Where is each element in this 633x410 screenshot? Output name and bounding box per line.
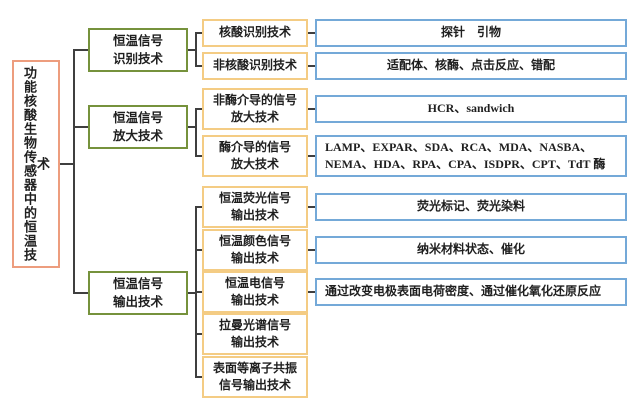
- branch-node-signal-output: 恒温信号 输出技术: [88, 271, 188, 315]
- leaf-node-nanomaterial-catalysis: 纳米材料状态、催化: [315, 236, 627, 264]
- sub-node-non-enzyme-amplification: 非酶介导的信号 放大技术: [202, 88, 308, 130]
- connector: [196, 333, 202, 335]
- connector: [308, 155, 315, 157]
- sub-node-non-nucleic-acid-recognition: 非核酸识别技术: [202, 52, 308, 80]
- sub-node-spr-output: 表面等离子共振 信号输出技术: [202, 356, 308, 398]
- root-node-functional-nucleic-acid-isothermal-technology: 功能核酸生物传感器中的恒温技术: [12, 60, 60, 268]
- connector: [196, 376, 202, 378]
- connector: [196, 155, 202, 157]
- sub-node-electrical-output: 恒温电信号 输出技术: [202, 271, 308, 313]
- connector: [308, 108, 315, 110]
- branch-node-signal-recognition: 恒温信号 识别技术: [88, 28, 188, 72]
- connector: [60, 163, 74, 165]
- connector: [73, 49, 75, 294]
- leaf-node-probe-primer: 探针 引物: [315, 19, 627, 47]
- connector: [196, 108, 202, 110]
- connector: [196, 206, 202, 208]
- leaf-node-hcr-sandwich: HCR、sandwich: [315, 95, 627, 123]
- connector: [308, 32, 315, 34]
- sub-node-fluorescence-output: 恒温荧光信号 输出技术: [202, 186, 308, 228]
- sub-node-enzyme-amplification: 酶介导的信号 放大技术: [202, 135, 308, 177]
- connector: [188, 49, 196, 51]
- connector: [74, 49, 88, 51]
- leaf-node-fluorescent-label-dye: 荧光标记、荧光染料: [315, 193, 627, 221]
- connector: [195, 32, 197, 67]
- leaf-node-enzyme-amplification-methods: LAMP、EXPAR、SDA、RCA、MDA、NASBA、NEMA、HDA、RP…: [315, 135, 627, 177]
- connector: [188, 126, 196, 128]
- connector: [196, 249, 202, 251]
- connector: [196, 291, 202, 293]
- connector: [196, 65, 202, 67]
- connector: [188, 292, 196, 294]
- connector: [308, 206, 315, 208]
- connector: [308, 249, 315, 251]
- branch-node-signal-amplification: 恒温信号 放大技术: [88, 105, 188, 149]
- connector: [196, 32, 202, 34]
- connector: [308, 65, 315, 67]
- connector: [308, 291, 315, 293]
- sub-node-color-output: 恒温颜色信号 输出技术: [202, 229, 308, 271]
- sub-node-nucleic-acid-recognition: 核酸识别技术: [202, 19, 308, 47]
- connector: [74, 292, 88, 294]
- connector: [74, 126, 88, 128]
- connector: [195, 108, 197, 157]
- sub-node-raman-output: 拉曼光谱信号 输出技术: [202, 313, 308, 355]
- leaf-node-electrode-charge-redox: 通过改变电极表面电荷密度、通过催化氧化还原反应: [315, 278, 627, 306]
- leaf-node-aptamer-ribozyme: 适配体、核酶、点击反应、错配: [315, 52, 627, 80]
